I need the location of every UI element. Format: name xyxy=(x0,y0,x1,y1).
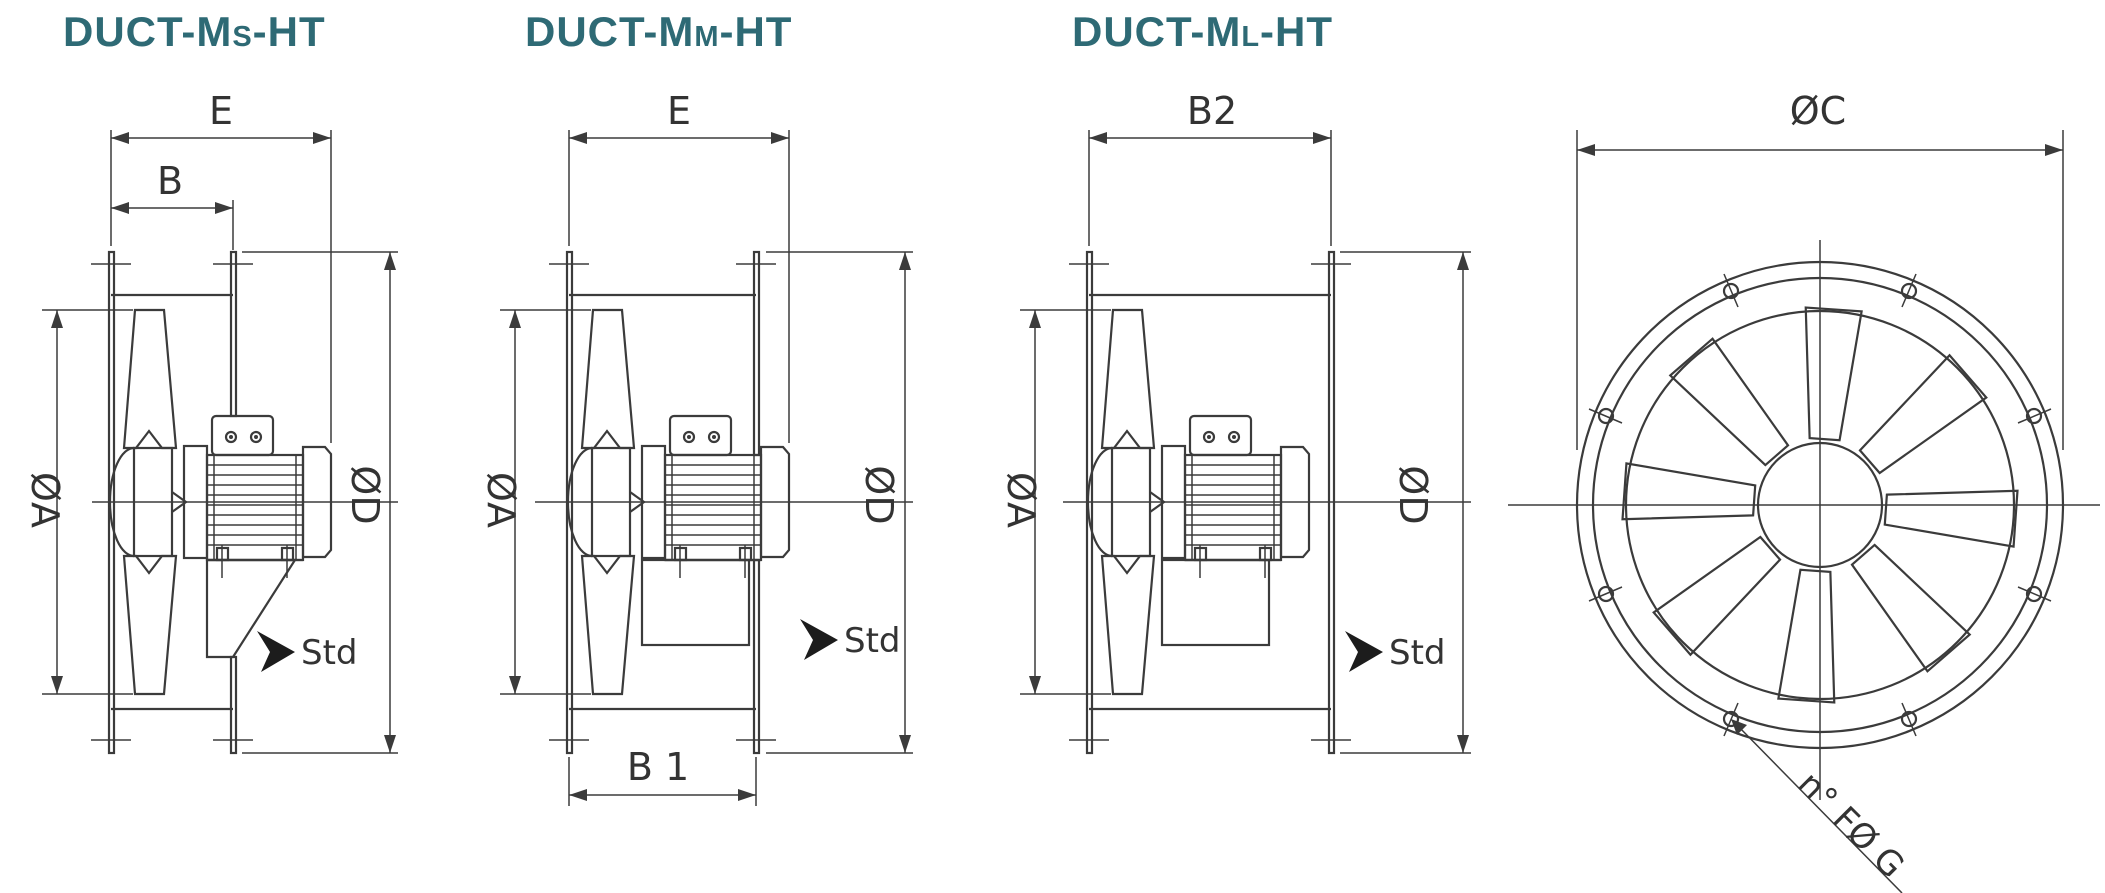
outlet-flange-lower xyxy=(752,558,761,755)
dimension-e: E xyxy=(110,89,332,443)
flow-arrow-icon xyxy=(800,619,838,660)
dim-label-dia-d: ØD xyxy=(343,465,387,524)
flow-label: Std xyxy=(844,621,901,661)
dim-label-e: E xyxy=(667,89,691,133)
flange-inner-circle xyxy=(1591,276,2049,734)
outlet-flange-lower xyxy=(229,655,238,755)
crosshair-centerlines xyxy=(1508,240,2100,800)
outlet-flange-upper xyxy=(752,250,761,457)
title-prefix: DUCT-M xyxy=(525,8,695,55)
bolt-note-label: n° FØ G xyxy=(1790,764,1912,886)
dim-label-dia-a: ØA xyxy=(23,472,67,528)
flow-direction-std: Std xyxy=(1345,631,1446,673)
flow-direction-std: Std xyxy=(257,631,358,673)
title-duct-mm: DUCT-Mm-HT xyxy=(525,8,792,56)
flow-label: Std xyxy=(1389,633,1446,673)
title-duct-ml: DUCT-Ml-HT xyxy=(1072,8,1333,56)
leader-line xyxy=(1735,723,1903,893)
motor xyxy=(640,414,791,580)
dimension-dia-d: ØD xyxy=(242,251,398,754)
motor xyxy=(1160,414,1311,580)
dimension-dia-d: ØD xyxy=(1340,251,1471,754)
dimension-b1: B 1 xyxy=(568,745,757,806)
title-suffix: -HT xyxy=(252,8,326,55)
flange-ticks xyxy=(91,263,253,741)
hub-circle xyxy=(1756,441,1884,569)
dimension-b2: B2 xyxy=(1088,89,1332,246)
outlet-flange xyxy=(1327,250,1336,755)
dim-label-b: B xyxy=(157,159,183,203)
casing-walls xyxy=(111,293,233,711)
dimension-dia-d: ØD xyxy=(766,251,913,754)
casing-walls xyxy=(1089,293,1331,711)
dim-label-dia-d: ØD xyxy=(1391,465,1435,524)
outlet-flange-upper xyxy=(229,250,238,418)
title-duct-ms: DUCT-Ms-HT xyxy=(63,8,326,56)
dim-label-b1: B 1 xyxy=(627,745,689,789)
title-suffix: -HT xyxy=(719,8,793,55)
duct-ms-side-view: E B ØA ØD Std xyxy=(23,89,398,755)
casing-bore-circle xyxy=(1624,309,2016,701)
flange-bolt-holes xyxy=(1588,273,2052,737)
dim-label-dia-d: ØD xyxy=(857,465,901,524)
front-impeller-blades xyxy=(1621,306,2019,704)
dim-label-b2: B2 xyxy=(1187,89,1237,133)
motor-support-pedestal xyxy=(640,558,751,647)
dimension-e: E xyxy=(568,89,790,443)
duct-mm-side-view: E B 1 ØA ØD Std xyxy=(479,89,913,806)
title-prefix: DUCT-M xyxy=(63,8,233,55)
dimension-dia-a: ØA xyxy=(479,309,591,695)
flange-ticks xyxy=(549,263,776,741)
bolt-holes-callout: n° FØ G xyxy=(1731,719,1912,893)
title-size-letter: m xyxy=(694,21,720,53)
leader-arrow-icon xyxy=(1731,719,1747,735)
title-size-letter: l xyxy=(1241,21,1261,53)
dimension-dia-a: ØA xyxy=(23,309,133,695)
dim-label-dia-a: ØA xyxy=(479,472,523,528)
title-prefix: DUCT-M xyxy=(1072,8,1242,55)
dimension-dia-a: ØA xyxy=(999,309,1111,695)
flange-ticks xyxy=(1069,263,1351,741)
motor-support-pedestal xyxy=(1160,558,1271,647)
flow-arrow-icon xyxy=(1345,631,1383,672)
title-size-letter: s xyxy=(232,21,253,53)
motor xyxy=(182,414,333,580)
dimension-b: B xyxy=(111,159,234,250)
flow-label: Std xyxy=(301,633,358,673)
flange-outer-circle xyxy=(1575,260,2065,750)
fan-front-view: ØC n° FØ G xyxy=(1508,89,2100,893)
flow-arrow-icon xyxy=(257,631,295,672)
title-suffix: -HT xyxy=(1260,8,1334,55)
duct-ml-side-view: B2 ØA ØD Std xyxy=(999,89,1471,755)
dim-label-dia-a: ØA xyxy=(999,472,1043,528)
dimension-dia-c: ØC xyxy=(1576,89,2064,450)
dim-label-e: E xyxy=(209,89,233,133)
motor-support-bracket xyxy=(205,558,298,659)
flow-direction-std: Std xyxy=(800,619,901,661)
casing-walls xyxy=(569,293,756,711)
dim-label-dia-c: ØC xyxy=(1790,89,1846,133)
